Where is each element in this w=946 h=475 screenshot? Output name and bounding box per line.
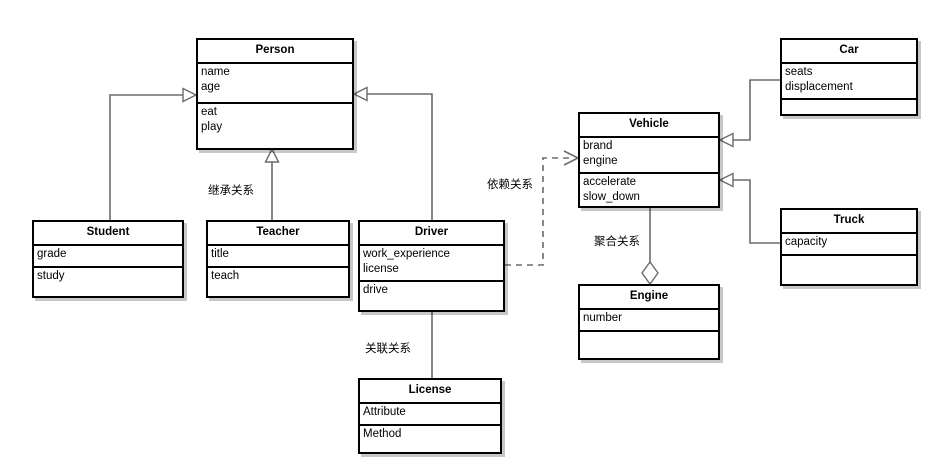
edge-driver-to-vehicle[interactable] <box>505 150 580 266</box>
hollow-triangle-marker <box>718 132 734 148</box>
class-operations: accelerate slow_down <box>580 174 718 207</box>
edge-vehicle-to-engine[interactable] <box>641 208 659 286</box>
operation-row: drive <box>363 283 388 296</box>
class-attributes: work_experience license <box>360 246 503 282</box>
edge-label-dependency: 依赖关系 <box>487 179 533 191</box>
attribute-row: grade <box>37 247 67 260</box>
attribute-row: Attribute <box>363 405 406 418</box>
class-operations: teach <box>208 268 348 286</box>
class-box-student[interactable]: Student grade study <box>32 220 184 298</box>
attribute-row: license <box>363 262 399 275</box>
edge-teacher-to-person[interactable] <box>264 147 280 220</box>
class-box-truck[interactable]: Truck capacity <box>780 208 918 286</box>
hollow-diamond-marker <box>641 260 659 286</box>
class-operations: eat play <box>198 104 352 137</box>
class-title: Engine <box>580 286 718 310</box>
class-box-engine[interactable]: Engine number <box>578 284 720 360</box>
hollow-triangle-marker <box>182 87 198 103</box>
class-box-vehicle[interactable]: Vehicle brand engine accelerate slow_dow… <box>578 112 720 208</box>
hollow-triangle-marker <box>352 86 368 102</box>
class-box-driver[interactable]: Driver work_experience license drive <box>358 220 505 312</box>
class-operations <box>580 332 718 335</box>
operation-row: play <box>201 120 223 133</box>
class-title: Car <box>782 40 916 64</box>
class-attributes: seats displacement <box>782 64 916 100</box>
class-title: Truck <box>782 210 916 234</box>
edge-truck-to-vehicle[interactable] <box>718 172 780 244</box>
hollow-triangle-marker <box>264 147 280 163</box>
open-arrow-marker <box>563 150 580 166</box>
operation-row: accelerate <box>583 175 637 188</box>
class-attributes: title <box>208 246 348 268</box>
attribute-row: brand <box>583 139 613 152</box>
class-attributes: brand engine <box>580 138 718 174</box>
class-title: Vehicle <box>580 114 718 138</box>
class-operations: Method <box>360 426 500 444</box>
class-attributes: grade <box>34 246 182 268</box>
class-attributes: Attribute <box>360 404 500 426</box>
class-operations <box>782 256 916 259</box>
class-title: Driver <box>360 222 503 246</box>
operation-row: Method <box>363 427 402 440</box>
class-box-license[interactable]: License Attribute Method <box>358 378 502 454</box>
class-attributes: name age <box>198 64 352 104</box>
class-box-person[interactable]: Person name age eat play <box>196 38 354 150</box>
class-operations: study <box>34 268 182 286</box>
class-box-teacher[interactable]: Teacher title teach <box>206 220 350 298</box>
class-title: Student <box>34 222 182 246</box>
attribute-row: age <box>201 80 221 93</box>
edge-car-to-vehicle[interactable] <box>718 79 780 148</box>
operation-row: eat <box>201 105 217 118</box>
attribute-row: displacement <box>785 80 853 93</box>
edge-student-to-person[interactable] <box>109 87 198 221</box>
attribute-row: seats <box>785 65 813 78</box>
attribute-row: engine <box>583 154 618 167</box>
attribute-row: name <box>201 65 230 78</box>
edge-driver-to-person[interactable] <box>352 86 433 221</box>
class-attributes: number <box>580 310 718 332</box>
attribute-row: title <box>211 247 229 260</box>
edge-label-inheritance: 继承关系 <box>208 185 254 197</box>
attribute-row: capacity <box>785 235 828 248</box>
class-title: License <box>360 380 500 404</box>
edge-label-aggregation: 聚合关系 <box>594 236 640 248</box>
class-title: Person <box>198 40 352 64</box>
edge-label-association: 关联关系 <box>365 343 411 355</box>
attribute-row: work_experience <box>363 247 450 260</box>
operation-row: study <box>37 269 65 282</box>
operation-row: slow_down <box>583 190 640 203</box>
hollow-triangle-marker <box>718 172 734 188</box>
class-operations <box>782 100 916 103</box>
attribute-row: number <box>583 311 622 324</box>
class-title: Teacher <box>208 222 348 246</box>
class-attributes: capacity <box>782 234 916 256</box>
class-operations: drive <box>360 282 503 300</box>
operation-row: teach <box>211 269 240 282</box>
class-box-car[interactable]: Car seats displacement <box>780 38 918 116</box>
